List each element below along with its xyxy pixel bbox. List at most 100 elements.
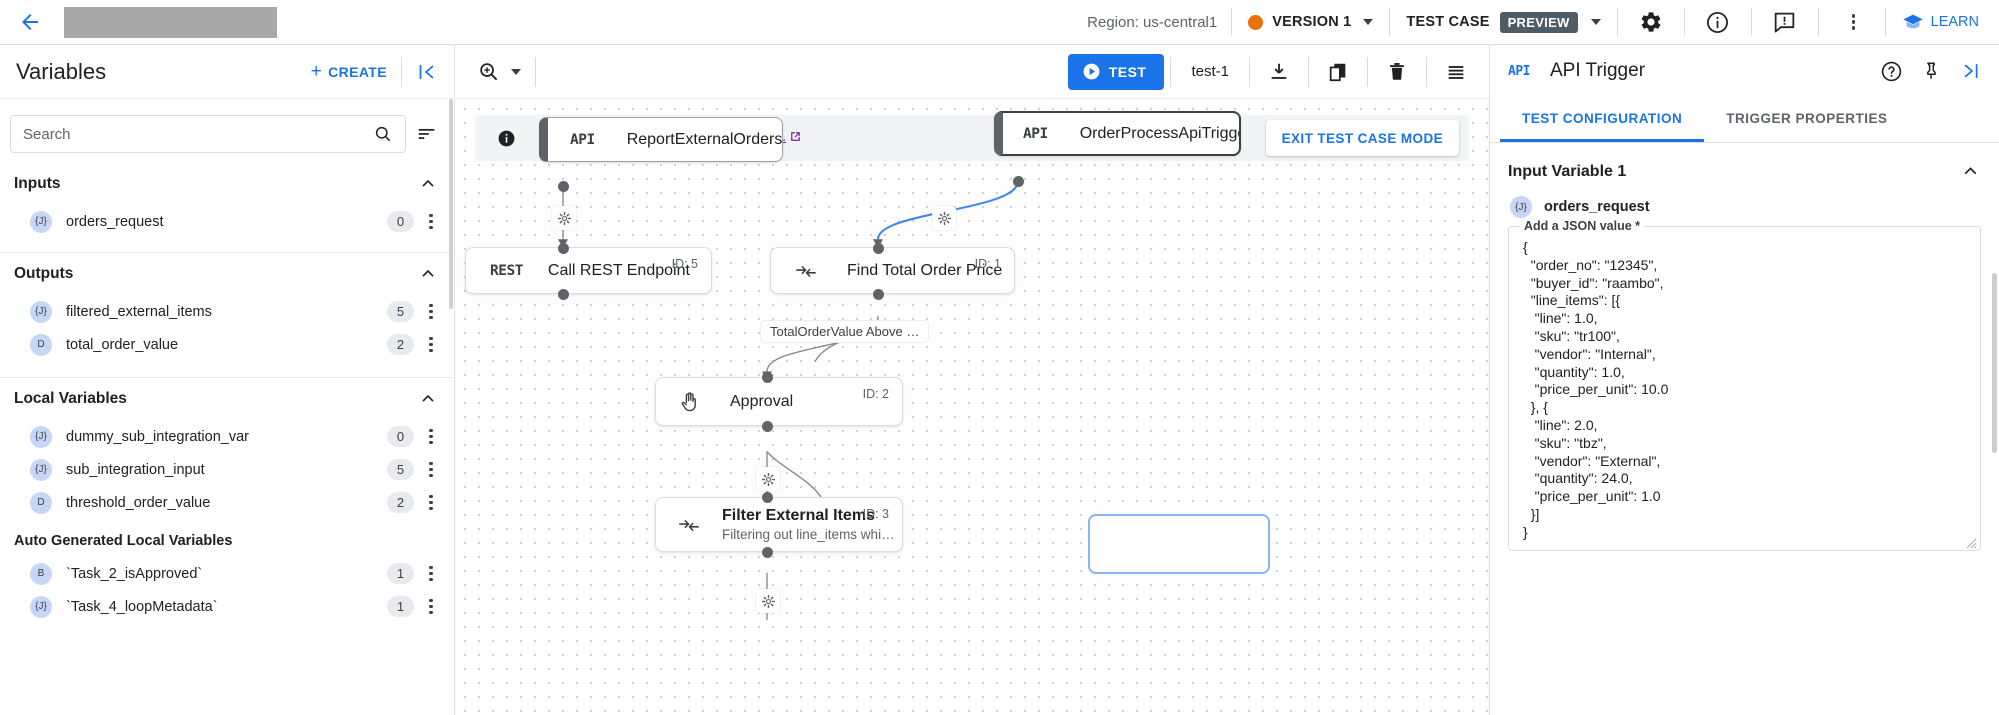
- copy-button[interactable]: [1315, 50, 1361, 94]
- json-value-textarea[interactable]: { "order_no": "12345", "buyer_id": "raam…: [1523, 239, 1669, 540]
- pin-button[interactable]: [1911, 51, 1951, 91]
- variable-row[interactable]: {J} `Task_4_loopMetadata` 1: [0, 590, 454, 623]
- node-title: ReportExternalOrders: [626, 130, 783, 148]
- variable-row-menu[interactable]: [418, 208, 444, 236]
- variable-row-menu[interactable]: [418, 331, 444, 359]
- variable-row[interactable]: B `Task_2_isApproved` 1: [0, 557, 454, 590]
- help-button[interactable]: [1871, 51, 1911, 91]
- variable-row-menu[interactable]: [418, 560, 444, 588]
- settings-button[interactable]: [1628, 0, 1674, 44]
- section-header-inputs[interactable]: Inputs: [0, 163, 454, 205]
- node-report-external-orders[interactable]: API ReportExternalOrders: [539, 117, 783, 162]
- search-icon[interactable]: [373, 124, 393, 144]
- variable-row[interactable]: {J} orders_request 0: [0, 205, 454, 238]
- variables-list-scroll[interactable]: Inputs {J} orders_request 0 Outputs: [0, 99, 454, 715]
- variables-search-row: [0, 99, 454, 163]
- download-button[interactable]: [1256, 50, 1302, 94]
- collapse-panel-right-button[interactable]: [1951, 51, 1991, 91]
- node-find-total-order-price[interactable]: Find Total Order Price ID: 1: [770, 247, 1015, 294]
- variable-row-menu[interactable]: [418, 298, 444, 326]
- chevron-up-icon[interactable]: [1960, 161, 1981, 182]
- gear-icon: [1641, 12, 1660, 32]
- node-order-process-api-trigger[interactable]: API OrderProcessApiTrigger: [994, 111, 1241, 156]
- test-case-selector[interactable]: TEST CASE PREVIEW: [1400, 11, 1606, 33]
- json-value-field[interactable]: Add a JSON value * { "order_no": "12345"…: [1508, 219, 1981, 551]
- plus-icon: +: [310, 61, 323, 82]
- node-output-port[interactable]: [558, 289, 569, 300]
- tab-trigger-properties[interactable]: TRIGGER PROPERTIES: [1726, 110, 1888, 126]
- edge-settings-button[interactable]: [552, 206, 576, 230]
- create-variable-button[interactable]: + CREATE: [299, 54, 399, 89]
- node-filter-external-items[interactable]: Filter External Items Filtering out line…: [655, 497, 903, 552]
- variable-row[interactable]: {J} sub_integration_input 5: [0, 453, 454, 486]
- variable-row[interactable]: D total_order_value 2: [0, 328, 454, 361]
- toolbar-divider: [1308, 56, 1309, 87]
- delete-button[interactable]: [1374, 50, 1420, 94]
- variable-row-menu[interactable]: [418, 456, 444, 484]
- input-variable-section-header[interactable]: Input Variable 1: [1508, 143, 1981, 194]
- node-output-port[interactable]: [762, 421, 773, 432]
- variable-row-menu[interactable]: [418, 593, 444, 621]
- edge-settings-button[interactable]: [756, 467, 780, 491]
- back-button[interactable]: [8, 0, 52, 44]
- node-id-label: ID: 1: [974, 257, 1001, 271]
- edge-settings-button[interactable]: [756, 589, 780, 613]
- search-box[interactable]: [10, 115, 406, 153]
- node-approval[interactable]: Approval ID: 2: [655, 377, 903, 426]
- external-link-icon[interactable]: [789, 130, 802, 147]
- variable-row-menu[interactable]: [418, 489, 444, 517]
- trigger-details-panel: API API Trigger: [1489, 45, 1999, 715]
- test-button[interactable]: TEST: [1067, 53, 1165, 90]
- info-button[interactable]: [1695, 0, 1741, 44]
- list-view-button[interactable]: [1433, 50, 1479, 94]
- search-input[interactable]: [23, 125, 373, 143]
- edge-condition-label[interactable]: TotalOrderValue Above …: [761, 321, 929, 342]
- toolbar-divider: [1367, 56, 1368, 87]
- sort-filter-button[interactable]: [414, 121, 440, 147]
- variable-name: orders_request: [1544, 199, 1650, 215]
- variable-name: `Task_4_loopMetadata`: [66, 598, 218, 615]
- redacted-title-block: [64, 6, 277, 38]
- test-case-name[interactable]: test-1: [1191, 63, 1229, 80]
- collapse-panel-button[interactable]: [404, 50, 450, 94]
- variables-scrollbar[interactable]: [449, 99, 453, 309]
- chevron-down-icon: [1590, 19, 1601, 25]
- node-title: Call REST Endpoint: [547, 261, 690, 279]
- node-placeholder-box[interactable]: [1088, 514, 1270, 574]
- node-input-port[interactable]: [873, 243, 884, 254]
- flow-canvas[interactable]: Test case mode is active. Learn more. EX…: [455, 99, 1489, 715]
- chevron-down-icon: [511, 68, 521, 75]
- resize-handle[interactable]: [1966, 536, 1977, 548]
- node-input-port[interactable]: [762, 372, 773, 383]
- variable-row[interactable]: {J} filtered_external_items 5: [0, 295, 454, 328]
- tab-test-configuration[interactable]: TEST CONFIGURATION: [1500, 97, 1705, 142]
- version-selector[interactable]: VERSION 1: [1242, 14, 1379, 30]
- node-output-port[interactable]: [1013, 176, 1024, 187]
- info-filled-icon: [497, 129, 516, 148]
- exit-test-case-mode-button[interactable]: EXIT TEST CASE MODE: [1265, 120, 1459, 156]
- node-output-port[interactable]: [762, 547, 773, 558]
- section-header-outputs[interactable]: Outputs: [0, 253, 454, 295]
- more-options-button[interactable]: [1829, 0, 1875, 44]
- info-icon: [1707, 11, 1729, 33]
- node-id-label: ID: 5: [671, 257, 698, 271]
- panel-divider: [401, 56, 402, 87]
- node-output-port[interactable]: [873, 289, 884, 300]
- variable-name: filtered_external_items: [66, 303, 212, 320]
- edge-settings-button[interactable]: [932, 206, 956, 230]
- section-header-local-variables[interactable]: Local Variables: [0, 378, 454, 420]
- learn-button[interactable]: LEARN: [1896, 11, 1991, 33]
- node-input-port[interactable]: [762, 492, 773, 503]
- variable-row[interactable]: D threshold_order_value 2: [0, 486, 454, 519]
- feedback-button[interactable]: [1762, 0, 1808, 44]
- variable-row-menu[interactable]: [418, 423, 444, 451]
- node-call-rest-endpoint[interactable]: REST Call REST Endpoint ID: 5: [465, 247, 712, 294]
- variable-row[interactable]: {J} dummy_sub_integration_var 0: [0, 420, 454, 453]
- list-icon: [1448, 65, 1464, 79]
- node-input-port[interactable]: [558, 243, 569, 254]
- zoom-control[interactable]: [469, 60, 529, 83]
- panel-scrollbar[interactable]: [1992, 273, 1997, 453]
- node-output-port[interactable]: [558, 181, 569, 192]
- variable-name: orders_request: [66, 213, 164, 230]
